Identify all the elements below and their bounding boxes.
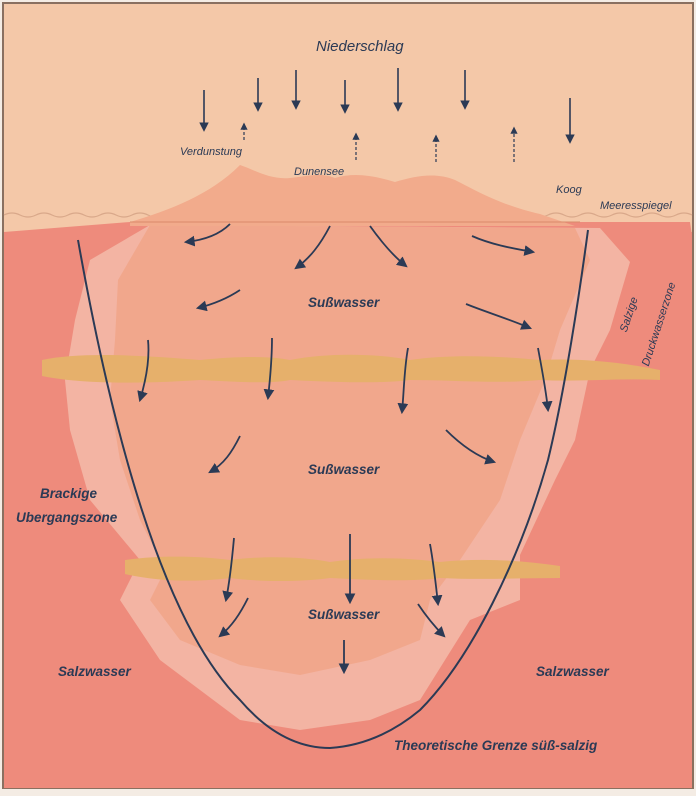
label-susswasser-mid: Sußwasser	[308, 462, 379, 477]
label-meeresspiegel: Meeresspiegel	[600, 200, 672, 212]
label-niederschlag: Niederschlag	[316, 38, 404, 55]
label-grenze: Theoretische Grenze süß-salzig	[394, 738, 597, 753]
label-koog: Koog	[556, 184, 582, 196]
label-uebergangszone: Ubergangszone	[16, 510, 117, 525]
label-susswasser-bottom: Sußwasser	[308, 607, 379, 622]
label-verdunstung: Verdunstung	[180, 146, 242, 158]
label-salzwasser-right: Salzwasser	[536, 664, 609, 679]
label-duenensee: Dunensee	[294, 166, 344, 178]
label-susswasser-top: Sußwasser	[308, 295, 379, 310]
label-salzwasser-left: Salzwasser	[58, 664, 131, 679]
label-brackige: Brackige	[40, 486, 97, 501]
